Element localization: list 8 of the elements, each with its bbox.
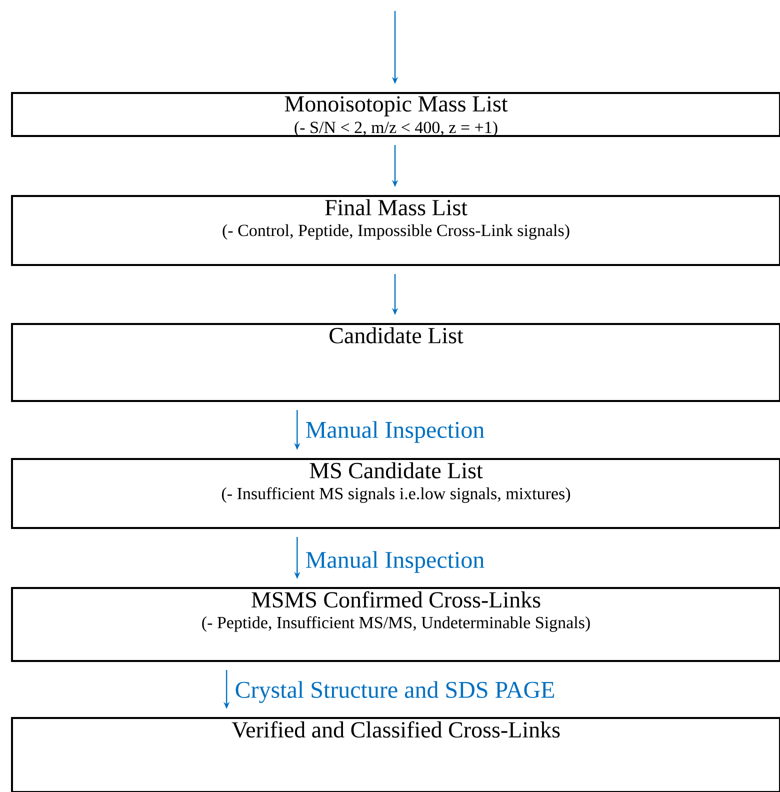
process-box: Candidate List — [11, 323, 780, 402]
process-box: MS Candidate List (- Insufficient MS signals i.e.low signals, mixtures) — [11, 458, 780, 529]
process-box: Final Mass List (- Control, Peptide, Impossible Cross-Link signals) — [11, 195, 780, 266]
edge-label: Manual Inspection — [306, 551, 484, 573]
process-box: MSMS Confirmed Cross-Links (- Peptide, Insufficient MS/MS, Undeterminable Signals) — [11, 587, 780, 662]
process-box: Verified and Classified Cross-Links — [11, 717, 780, 792]
edge-label: Crystal Structure and SDS PAGE — [236, 681, 554, 703]
edge-label: Manual Inspection — [306, 421, 484, 443]
